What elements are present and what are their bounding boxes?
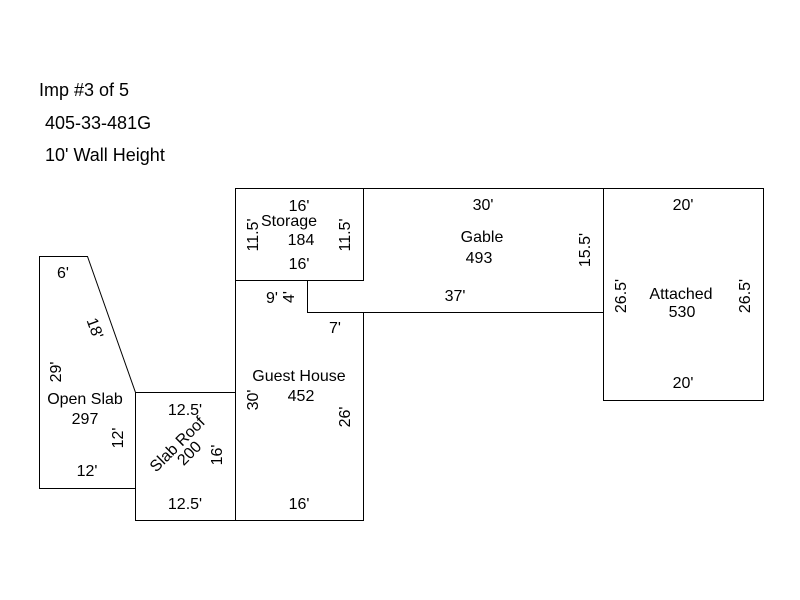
slab-roof-label: Slab Roof [147, 414, 209, 476]
gable-step-top-dimension: 9' [266, 290, 278, 307]
storage-right-dimension: 11.5' [337, 218, 354, 251]
storage-bottom-dimension: 16' [289, 256, 310, 273]
storage-label: Storage [261, 213, 317, 230]
guest-house-area: 452 [288, 388, 315, 405]
slab-roof-bottom-dimension: 12.5' [168, 496, 202, 513]
guest-house-bottom-dimension: 16' [289, 496, 310, 513]
attached-left-dimension: 26.5' [613, 279, 630, 313]
open-slab-label: Open Slab [47, 391, 123, 408]
attached-right-dimension: 26.5' [737, 279, 754, 313]
wall-height: 10' Wall Height [45, 145, 165, 165]
slab-roof-right-dimension: 16' [209, 445, 226, 466]
guest-house-top-dimension: 7' [329, 320, 341, 337]
open-slab-area: 297 [72, 411, 99, 428]
storage-left-dimension: 11.5' [245, 218, 262, 251]
gable-top-dimension: 30' [473, 197, 494, 214]
open-slab-slant-dimension: 18' [83, 316, 106, 341]
open-slab-right-dimension: 12' [110, 428, 127, 449]
guest-house-left-dimension: 30' [245, 390, 262, 411]
attached-label: Attached [649, 286, 712, 303]
attached-bottom-dimension: 20' [673, 375, 694, 392]
open-slab-left-dimension: 29' [48, 362, 65, 383]
gable-step-side-dimension: 4' [281, 291, 298, 303]
gable-right-dimension: 15.5' [577, 233, 594, 267]
guest-house-outline [235, 280, 364, 521]
gable-label: Gable [461, 229, 504, 246]
storage-top-dimension: 16' [289, 198, 310, 215]
attached-outline [603, 188, 764, 401]
guest-house-label: Guest House [252, 368, 345, 385]
open-slab-top-dimension: 6' [57, 265, 69, 282]
open-slab-bottom-dimension: 12' [77, 463, 98, 480]
gable-bottom-dimension: 37' [445, 288, 466, 305]
storage-area: 184 [288, 232, 315, 249]
parcel-id: 405-33-481G [45, 113, 152, 133]
guest-house-right-dimension: 26' [337, 407, 354, 428]
attached-top-dimension: 20' [673, 197, 694, 214]
improvement-number: Imp #3 of 5 [39, 80, 130, 100]
slab-roof-top-dimension: 12.5' [168, 402, 202, 419]
gable-area: 493 [466, 250, 493, 267]
attached-area: 530 [669, 304, 696, 321]
